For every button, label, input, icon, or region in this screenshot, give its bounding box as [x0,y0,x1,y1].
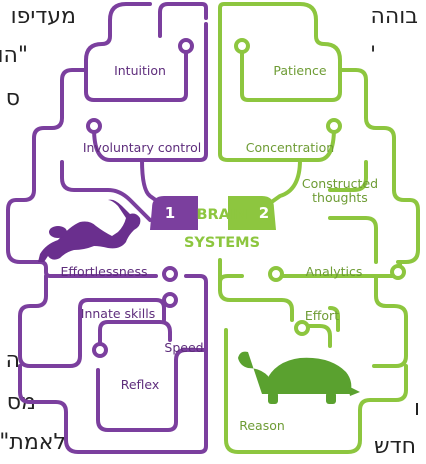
system2-number: 2 [259,204,269,222]
system1-badge [150,196,198,230]
bg-text-fragment: ס [5,86,20,111]
label-intuition: Intuition [114,63,166,78]
title-line1: BRAIN [197,207,248,223]
system2-badge [228,196,276,230]
turtle-icon [238,351,360,404]
system1-number: 1 [165,204,175,222]
label-thoughts: thoughts [312,190,368,205]
title-line2: SYSTEMS [184,235,260,251]
label-reflex: Reflex [121,377,160,392]
bg-text-fragment: ' [369,43,376,68]
right-circuit-nodes [234,38,406,336]
bg-text-fragment: חדש [374,434,416,459]
label-innate-skills: Innate skills [81,306,155,321]
bg-text-fragment: בוהה [370,4,418,29]
label-involuntary-control: Involuntary control [83,140,201,155]
label-analytics: Analytics [306,264,363,279]
label-speed: Speed [164,340,203,355]
label-concentration: Concentration [246,140,334,155]
label-effort: Effort [305,308,339,323]
label-reason: Reason [239,418,285,433]
bg-text-fragment: ו [414,396,420,421]
bg-text-fragment: לאמת" [0,430,66,455]
left-circuit-nodes [86,38,194,358]
label-patience: Patience [273,63,326,78]
label-effortlessness: Effortlessness [60,264,147,279]
label-constructed: Constructed [302,176,378,191]
rabbit-icon [38,199,141,262]
bg-text-fragment: מעדיפו [10,4,76,29]
bg-text-fragment: ה [5,348,20,373]
bg-text-fragment: "הו [0,43,28,68]
bg-text-fragment: מס [6,390,36,415]
